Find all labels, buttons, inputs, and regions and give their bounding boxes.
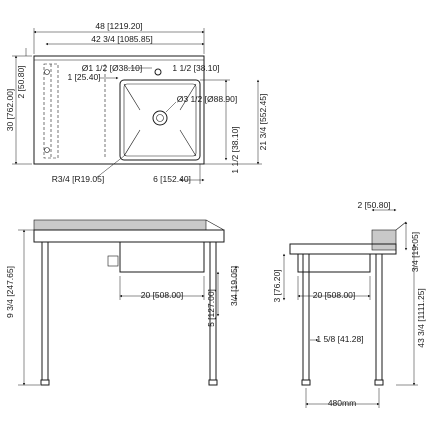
drain-icon bbox=[152, 110, 168, 126]
overall-height-label: 43 3/4 [1111.25] bbox=[416, 288, 426, 348]
right-offset-label: 6 [152.40] bbox=[153, 174, 191, 184]
faucet-offset-label: 1 1/2 [38.10] bbox=[172, 63, 219, 73]
top-gap-label: 3/4 [19.05] bbox=[410, 232, 420, 272]
corner-radius-label: R3/4 [R19.05] bbox=[52, 174, 104, 184]
side-splash bbox=[371, 229, 397, 251]
edge-offset-label: 2 [50.80] bbox=[16, 65, 26, 98]
leg-spread-label: 480mm bbox=[328, 398, 356, 408]
front-view: 20 [508.00] 9 3/4 [247.65] 5 [127.00] 3/… bbox=[5, 219, 239, 386]
overall-depth-label: 30 [762.00] bbox=[5, 89, 15, 132]
mount-hole-icon bbox=[44, 147, 50, 153]
splash-height-label: 2 [50.80] bbox=[357, 200, 390, 210]
side-leg bbox=[302, 253, 310, 381]
side-bowl bbox=[297, 253, 371, 273]
backsplash bbox=[33, 219, 207, 231]
side-leg bbox=[375, 253, 383, 381]
backsplash-offset-label: 1 [25.40] bbox=[67, 72, 100, 82]
leg-height-label: 9 3/4 [247.65] bbox=[5, 266, 15, 318]
sink-bowl bbox=[119, 79, 201, 161]
top-view: 48 [1219.20] 42 3/4 [1085.85] 30 [762.00… bbox=[5, 21, 268, 184]
faucet-hole-label: Ø1 1/2 [Ø38.10] bbox=[82, 63, 142, 73]
front-top bbox=[33, 229, 225, 243]
side-view: 2 [50.80] 3/4 [19.05] 20 [508.00] 3 [76.… bbox=[272, 200, 426, 408]
front-leg bbox=[41, 241, 49, 381]
drain-offset-label: 3/4 [19.05] bbox=[229, 266, 239, 306]
bowl-height-label: 3 [76.20] bbox=[272, 269, 282, 302]
front-bowl bbox=[119, 241, 205, 273]
overall-width-label: 48 [1219.20] bbox=[95, 21, 142, 31]
bowl-depth-label: 21 3/4 [552.45] bbox=[258, 94, 268, 151]
faucet-hole-icon bbox=[154, 68, 162, 76]
leg-tube-label: 1 5/8 [41.28] bbox=[316, 334, 363, 344]
side-bowl-width-label: 20 [508.00] bbox=[313, 290, 356, 300]
drain-label: Ø3 1/2 [Ø88.90] bbox=[177, 94, 237, 104]
bowl-drop-label: 5 [127.00] bbox=[206, 289, 216, 327]
front-bowl-width-label: 20 [508.00] bbox=[141, 290, 184, 300]
mount-hole-icon bbox=[44, 69, 50, 75]
top-outline bbox=[33, 55, 205, 165]
inner-width-label: 42 3/4 [1085.85] bbox=[91, 34, 152, 44]
front-offset-label: 1 1/2 [38.10] bbox=[230, 126, 240, 173]
